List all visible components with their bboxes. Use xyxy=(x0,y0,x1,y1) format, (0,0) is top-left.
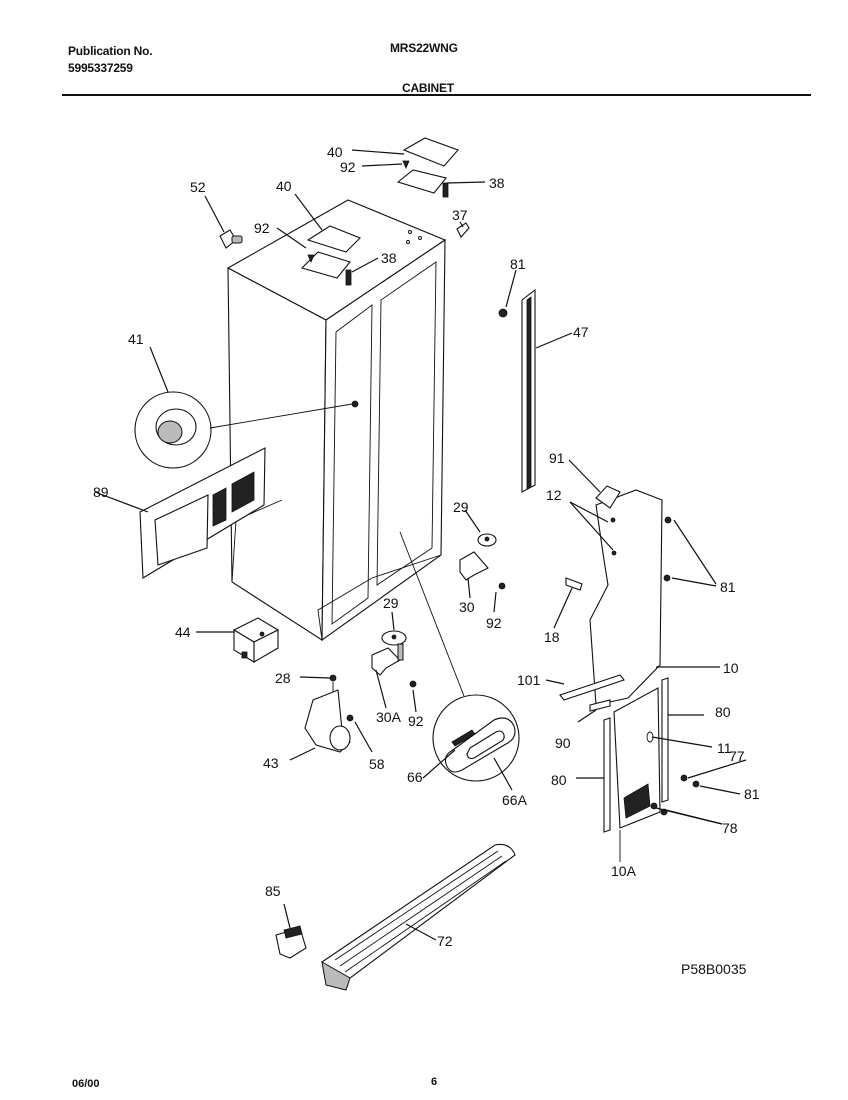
part-41-inset xyxy=(134,346,353,469)
footer-page-number: 6 xyxy=(431,1076,438,1088)
callout-81-lower: 81 xyxy=(744,786,760,802)
callout-29-upper: 29 xyxy=(453,499,469,515)
callout-81-top: 81 xyxy=(510,256,526,272)
part-52 xyxy=(204,195,243,249)
callout-30A: 30A xyxy=(376,709,402,725)
callout-18: 18 xyxy=(544,629,560,645)
top-hinge-lower xyxy=(276,193,379,286)
callout-81-right: 81 xyxy=(720,579,736,595)
callout-80-right: 80 xyxy=(715,704,731,720)
footer-date: 06/00 xyxy=(72,1078,100,1090)
callout-58: 58 xyxy=(369,756,385,772)
part-47-rail xyxy=(498,269,573,493)
top-hinge-upper xyxy=(351,137,486,198)
callout-11: 11 xyxy=(717,740,732,756)
callout-43: 43 xyxy=(263,755,279,771)
section-title: CABINET xyxy=(402,81,454,95)
callout-44: 44 xyxy=(175,624,191,640)
callout-10A: 10A xyxy=(611,863,637,879)
part-29-30-upper xyxy=(459,509,506,613)
callout-92-top: 92 xyxy=(340,159,356,175)
publication-label: Publication No. xyxy=(68,44,153,58)
callout-80-left: 80 xyxy=(551,772,567,788)
callout-41: 41 xyxy=(128,331,144,347)
part-43-bottom-hinge xyxy=(289,674,373,761)
callout-77: 77 xyxy=(729,748,745,764)
header-rule xyxy=(62,94,811,96)
callout-72: 72 xyxy=(437,933,453,949)
part-29-30A-lower xyxy=(371,611,417,713)
callout-10: 10 xyxy=(723,660,739,676)
callout-78: 78 xyxy=(722,820,738,836)
callout-12: 12 xyxy=(546,487,562,503)
part-10A-lower-panel xyxy=(545,674,747,862)
part-37 xyxy=(456,221,470,238)
part-72-grille xyxy=(275,843,516,991)
callout-29-lower: 29 xyxy=(383,595,399,611)
part-89-panel xyxy=(94,447,266,579)
cabinet-shell xyxy=(226,199,447,642)
drawing-code: P58B0035 xyxy=(681,961,747,977)
callout-37: 37 xyxy=(452,207,468,223)
publication-number: 5995337259 xyxy=(68,61,133,75)
callout-89: 89 xyxy=(93,484,109,500)
callout-47: 47 xyxy=(573,324,589,340)
callout-40: 40 xyxy=(276,178,292,194)
callout-90: 90 xyxy=(555,735,571,751)
callout-38-top: 38 xyxy=(489,175,505,191)
part-10-rear-panel xyxy=(553,459,720,706)
part-66-inset xyxy=(399,531,520,791)
callout-30: 30 xyxy=(459,599,475,615)
callout-91: 91 xyxy=(549,450,565,466)
callout-66A: 66A xyxy=(502,792,528,808)
callout-92-right: 92 xyxy=(486,615,502,631)
callout-66: 66 xyxy=(407,769,423,785)
callout-40-top: 40 xyxy=(327,144,343,160)
callout-38: 38 xyxy=(381,250,397,266)
callout-92: 92 xyxy=(254,220,270,236)
model-number: MRS22WNG xyxy=(390,41,458,55)
callout-labels: 40 92 38 52 40 92 38 37 81 47 41 89 91 1… xyxy=(93,144,760,977)
callout-92-lower: 92 xyxy=(408,713,424,729)
callout-85: 85 xyxy=(265,883,281,899)
callout-52: 52 xyxy=(190,179,206,195)
part-44 xyxy=(196,617,280,663)
callout-101: 101 xyxy=(517,672,541,688)
callout-28: 28 xyxy=(275,670,291,686)
